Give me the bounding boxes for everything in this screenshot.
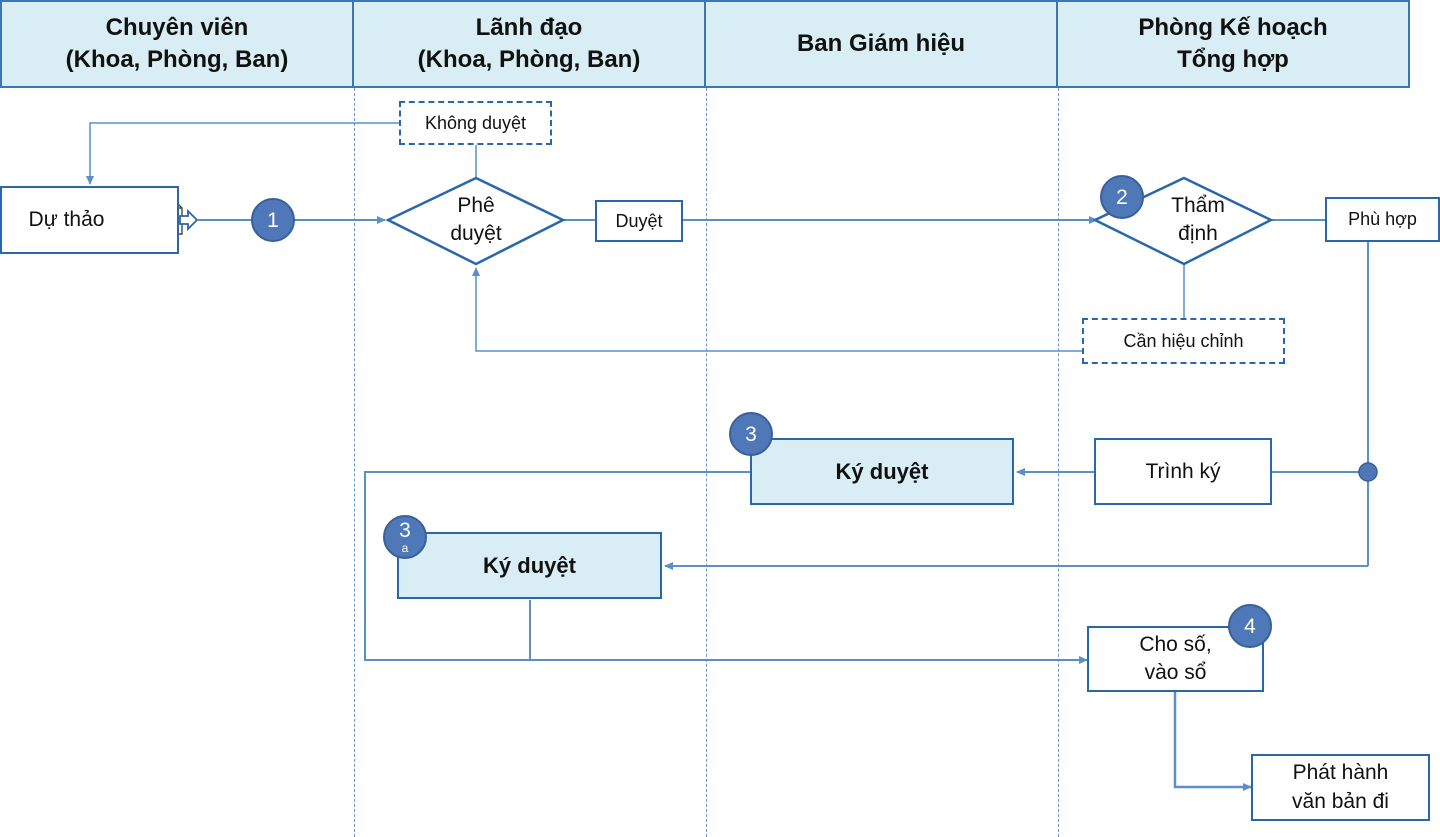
needs-revision-label: Cần hiệu chỉnh bbox=[1123, 330, 1244, 351]
connector-sign-board-number bbox=[364, 471, 1088, 664]
lane-header-lanh-dao: Lãnh đạo (Khoa, Phòng, Ban) bbox=[354, 0, 706, 88]
step-badge-1: 1 bbox=[251, 198, 295, 242]
submit-sign-label: Trình ký bbox=[1145, 459, 1221, 483]
lane-divider bbox=[1058, 88, 1059, 837]
step-badge-3: 3 bbox=[729, 412, 773, 456]
approved-box: Duyệt bbox=[595, 200, 683, 242]
submit-sign-box: Trình ký bbox=[1094, 438, 1272, 505]
lane-title: Phòng Kế hoạch Tổng hợp bbox=[1138, 13, 1328, 73]
issue-label: Phát hành văn bản đi bbox=[1292, 761, 1389, 813]
suitable-label: Phù hợp bbox=[1348, 209, 1417, 229]
step-badge-3a: 3 a bbox=[383, 515, 427, 559]
draft-box: Dự thảo bbox=[0, 186, 179, 254]
step-number: 3 bbox=[745, 422, 757, 446]
step-badge-4: 4 bbox=[1228, 604, 1272, 648]
appraise-decision-label: Thẩm định bbox=[1171, 193, 1225, 245]
lane-header-chuyen-vien: Chuyên viên (Khoa, Phòng, Ban) bbox=[0, 0, 354, 88]
not-approved-label: Không duyệt bbox=[424, 112, 527, 133]
issue-box: Phát hành văn bản đi bbox=[1251, 754, 1430, 821]
connector-revision-return bbox=[472, 267, 1082, 352]
lane-header-ban-giam-hieu: Ban Giám hiệu bbox=[706, 0, 1058, 88]
sign-lead-label: Ký duyệt bbox=[483, 552, 576, 578]
connector-not-approved-return bbox=[86, 122, 400, 185]
approve-decision-label: Phê duyệt bbox=[450, 193, 502, 245]
needs-revision-box: Cần hiệu chỉnh bbox=[1082, 318, 1285, 364]
suitable-box: Phù hợp bbox=[1325, 197, 1440, 242]
sign-board-box: Ký duyệt bbox=[750, 438, 1014, 505]
lane-title: Lãnh đạo (Khoa, Phòng, Ban) bbox=[417, 13, 641, 73]
lane-title: Ban Giám hiệu bbox=[796, 29, 966, 57]
step-number: 1 bbox=[267, 208, 279, 232]
approve-decision-shape bbox=[385, 176, 566, 266]
connector-number-issue bbox=[1173, 692, 1252, 791]
junction-dot bbox=[1358, 462, 1378, 482]
draft-label: Dự thảo bbox=[28, 208, 105, 231]
sign-lead-box: Ký duyệt bbox=[397, 532, 662, 599]
step-number: 3 bbox=[399, 519, 411, 542]
step-badge-2: 2 bbox=[1100, 175, 1144, 219]
sign-board-label: Ký duyệt bbox=[835, 458, 929, 484]
lane-divider bbox=[354, 88, 355, 837]
step-number: 2 bbox=[1116, 185, 1128, 209]
not-approved-box: Không duyệt bbox=[399, 101, 552, 145]
lane-title: Chuyên viên (Khoa, Phòng, Ban) bbox=[65, 13, 289, 73]
number-register-label: Cho số, vào sổ bbox=[1139, 632, 1212, 684]
approved-label: Duyệt bbox=[615, 210, 663, 231]
arrow-out-icon bbox=[179, 208, 199, 232]
step-number: 4 bbox=[1244, 614, 1256, 638]
lane-header-phong-kh: Phòng Kế hoạch Tổng hợp bbox=[1058, 0, 1410, 88]
step-sub-label: a bbox=[401, 541, 409, 555]
lane-divider bbox=[706, 88, 707, 837]
